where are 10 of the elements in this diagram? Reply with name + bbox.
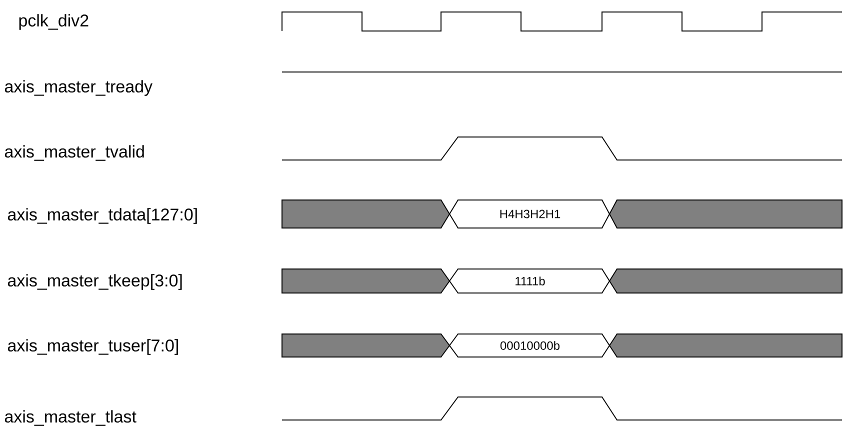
signal-name: axis_master_tvalid [4, 145, 144, 161]
bus-value: 1111b [516, 276, 545, 286]
signal-name: axis_master_tlast [4, 410, 136, 426]
signal-name: axis_master_tuser[7:0] [8, 339, 178, 355]
signal-name: pclk_div2 [19, 14, 88, 30]
signal-name: axis_master_tready [4, 80, 152, 96]
signal-name: axis_master_tkeep[3:0] [8, 274, 182, 290]
signal-name: axis_master_tdata[127:0] [8, 208, 197, 224]
bus-value: 00010000b [500, 341, 560, 350]
bus-value: H4H3H2H1 [500, 210, 560, 218]
